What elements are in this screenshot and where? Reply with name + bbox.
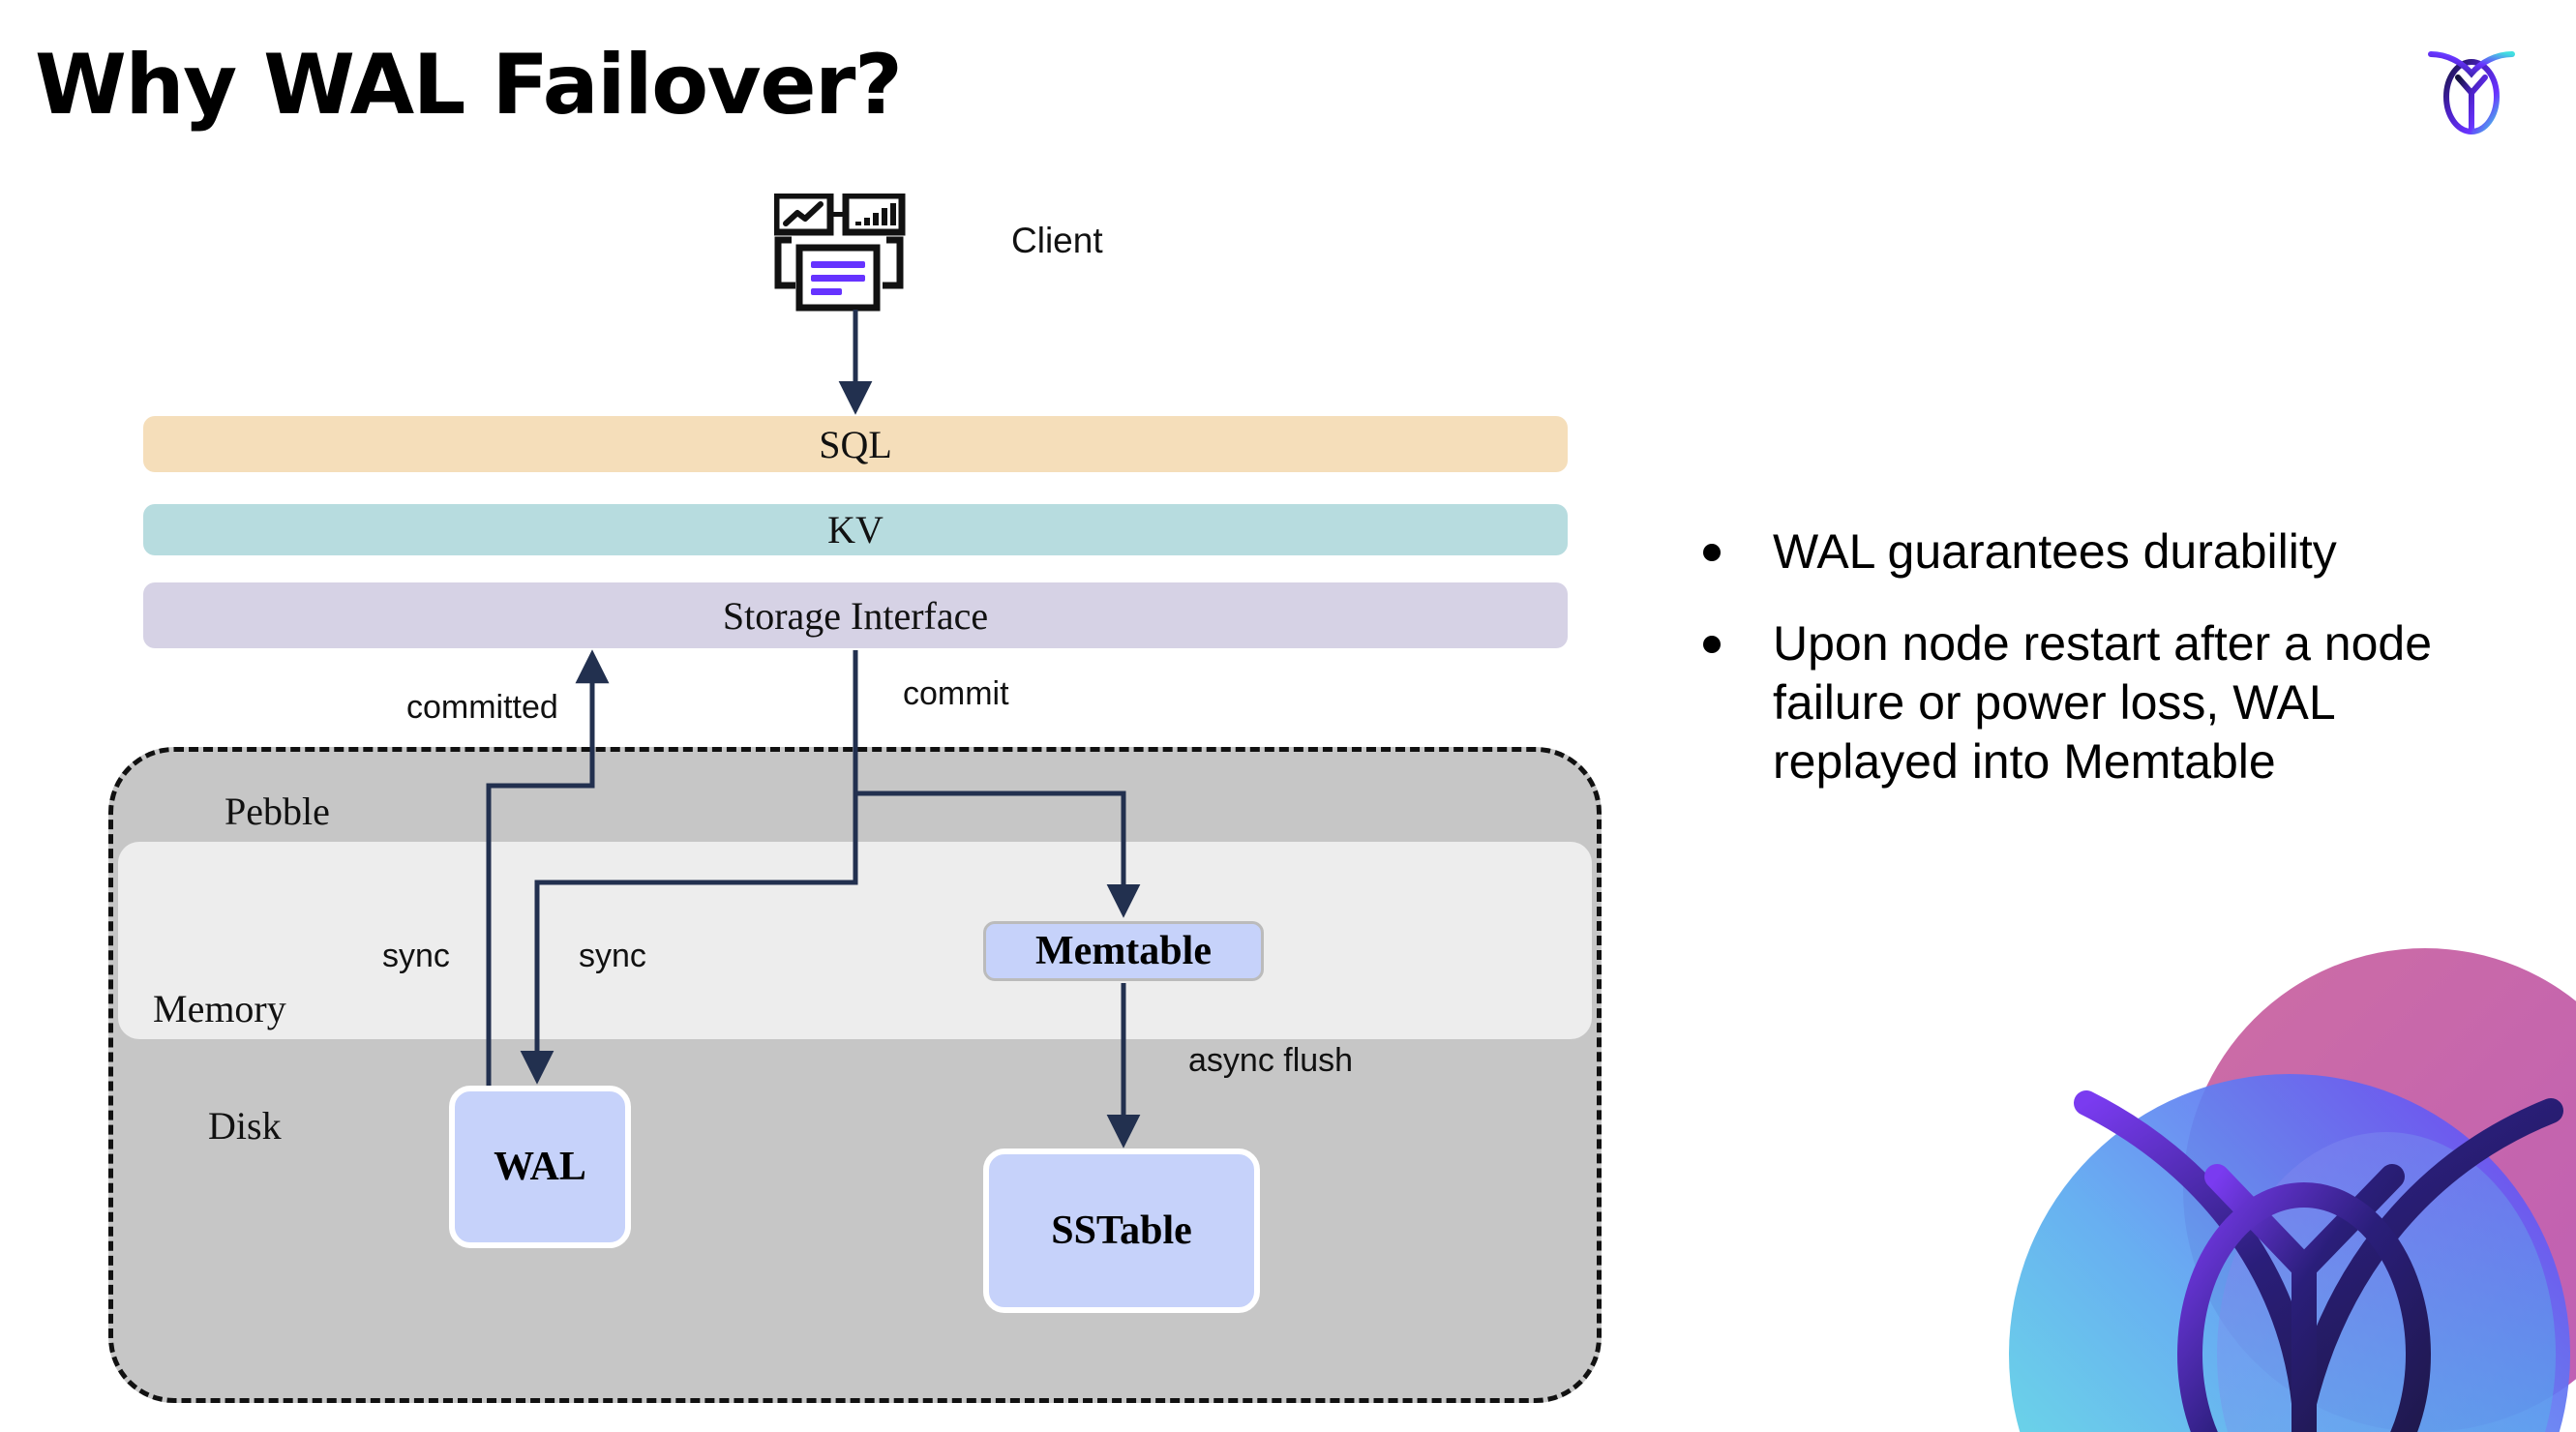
pebble-label: Pebble <box>225 790 330 833</box>
node-sstable: SSTable <box>983 1149 1260 1313</box>
layer-bar-kv: KV <box>143 504 1568 555</box>
edge-label-commit: commit <box>903 675 1009 712</box>
bullet-text: Upon node restart after a node failure o… <box>1773 616 2433 789</box>
edge-label-async-flush: async flush <box>1188 1042 1354 1079</box>
client-label: Client <box>1011 221 1103 260</box>
layer-bar-storage-interface: Storage Interface <box>143 582 1568 648</box>
layer-bar-sql: SQL <box>143 416 1568 472</box>
node-wal: WAL <box>449 1086 631 1248</box>
page-title: Why WAL Failover? <box>35 37 903 134</box>
memory-zone <box>118 842 1592 1039</box>
layer-bar-storage-interface-label: Storage Interface <box>722 593 989 638</box>
bullet-dot-icon <box>1703 544 1721 561</box>
client-dashboard-icon <box>772 192 929 319</box>
list-item: WAL guarantees durability <box>1703 522 2497 582</box>
cockroach-labs-logo-icon <box>2417 33 2526 141</box>
bullet-text: WAL guarantees durability <box>1773 524 2337 579</box>
layer-bar-sql-label: SQL <box>819 422 892 466</box>
memory-label: Memory <box>153 987 286 1030</box>
node-wal-label: WAL <box>494 1145 586 1189</box>
disk-label: Disk <box>208 1104 282 1148</box>
cockroach-labs-watermark-icon <box>1970 948 2576 1432</box>
edge-label-sync-left: sync <box>382 938 450 974</box>
node-memtable-label: Memtable <box>1035 929 1212 973</box>
bullet-list: WAL guarantees durability Upon node rest… <box>1703 522 2497 824</box>
layer-bar-kv-label: KV <box>827 508 884 552</box>
edge-label-committed: committed <box>406 689 558 726</box>
bullet-dot-icon <box>1703 636 1721 653</box>
node-sstable-label: SSTable <box>1051 1208 1192 1253</box>
edge-label-sync-right: sync <box>579 938 646 974</box>
node-memtable: Memtable <box>983 921 1264 981</box>
list-item: Upon node restart after a node failure o… <box>1703 614 2497 791</box>
